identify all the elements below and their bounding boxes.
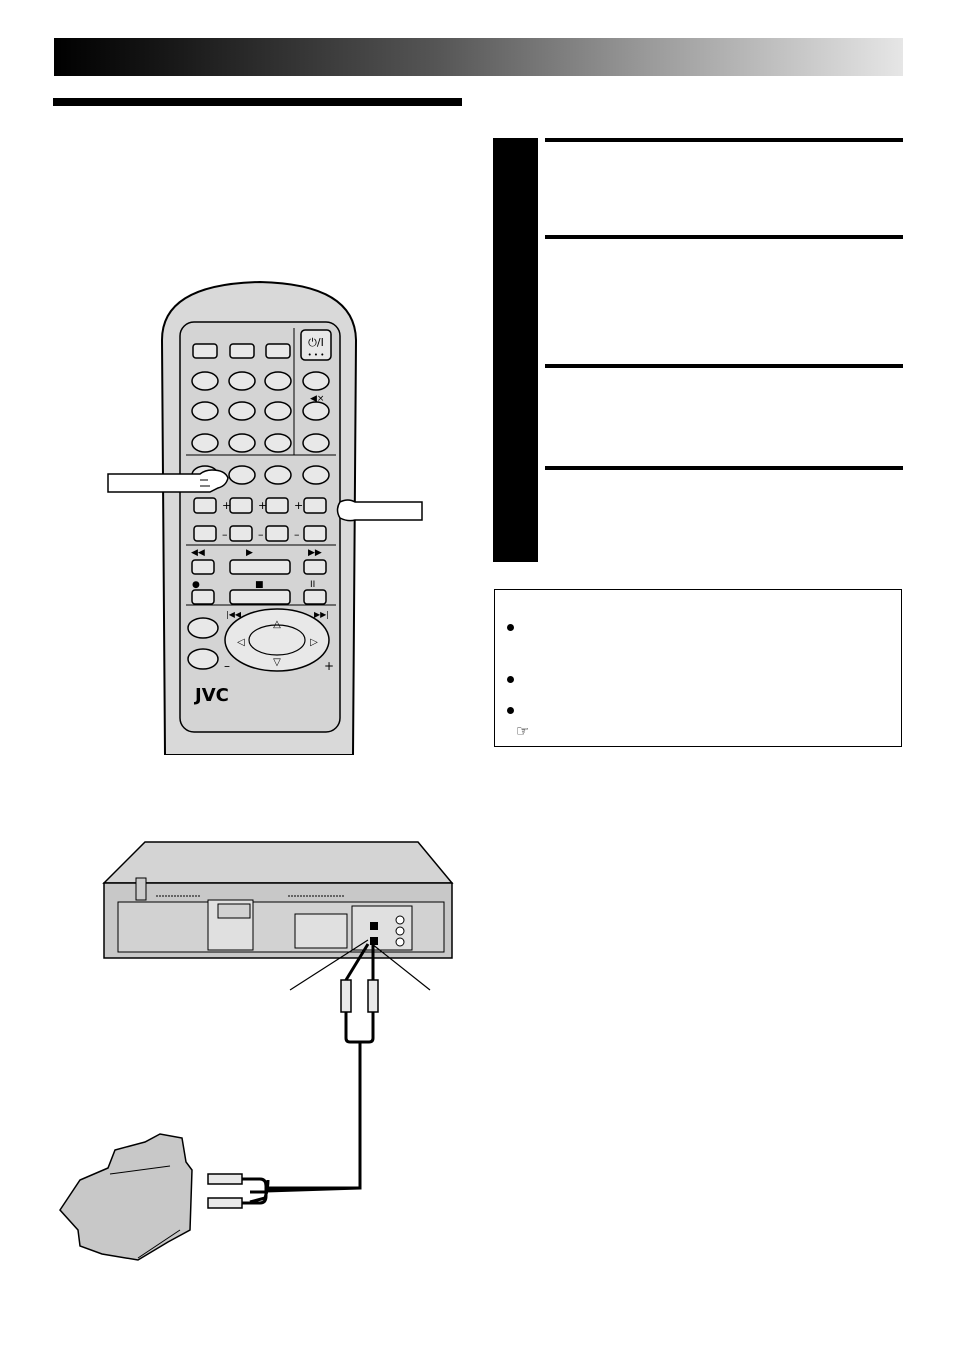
vcr-rear-panel-illustration	[102, 841, 454, 959]
camcorder-connection-illustration	[59, 939, 431, 1261]
rewind-icon: ◀◀	[191, 548, 205, 558]
step-2-rule	[545, 235, 903, 239]
svg-text:• • •: • • •	[308, 351, 325, 359]
step-3-rule	[545, 364, 903, 368]
arrow-up-icon: △	[273, 619, 281, 630]
skip-back-icon: |◀◀	[226, 610, 242, 619]
hand-pointer-icon	[336, 499, 423, 522]
svg-text:+: +	[324, 659, 334, 673]
stop-icon: ■	[255, 580, 264, 590]
record-icon: ●	[192, 580, 200, 590]
fast-forward-icon: ▶▶	[308, 548, 322, 558]
svg-text:⏻/I: ⏻/I	[308, 336, 324, 349]
header-bar	[54, 38, 903, 76]
arrow-down-icon: ▽	[273, 657, 281, 668]
hand-pointer-icon	[107, 469, 229, 493]
play-icon: ▶	[246, 548, 253, 558]
skip-forward-icon: ▶▶|	[314, 610, 329, 619]
note-bullet	[507, 624, 514, 631]
svg-text:–: –	[222, 528, 228, 541]
svg-text:+: +	[222, 499, 231, 512]
camcorder-body	[59, 1133, 193, 1261]
step-4-rule	[545, 466, 903, 470]
notes-box	[494, 589, 902, 747]
mute-icon: ◀×	[310, 394, 324, 404]
note-bullet	[507, 707, 514, 714]
svg-text:–: –	[224, 659, 230, 673]
svg-text:+: +	[258, 499, 267, 512]
power-icon	[300, 329, 332, 361]
pointing-hand-reference-icon: ☞	[516, 722, 530, 740]
arrow-right-icon: ▷	[310, 637, 318, 648]
arrow-left-icon: ◁	[237, 637, 245, 648]
pause-icon: II	[310, 580, 315, 590]
step-1-rule	[545, 138, 903, 142]
note-bullet	[507, 676, 514, 683]
step-column-bar	[493, 138, 538, 562]
remote-control-illustration: ⏻/I • • • ◀× +++ ––– ◀◀ ▶ ▶▶ ● ■ II |◀◀ …	[107, 280, 423, 755]
svg-text:+: +	[294, 499, 303, 512]
section-heading-rule	[53, 98, 462, 106]
brand-logo: JVC	[193, 685, 229, 706]
svg-text:–: –	[258, 528, 264, 541]
svg-text:–: –	[294, 528, 300, 541]
